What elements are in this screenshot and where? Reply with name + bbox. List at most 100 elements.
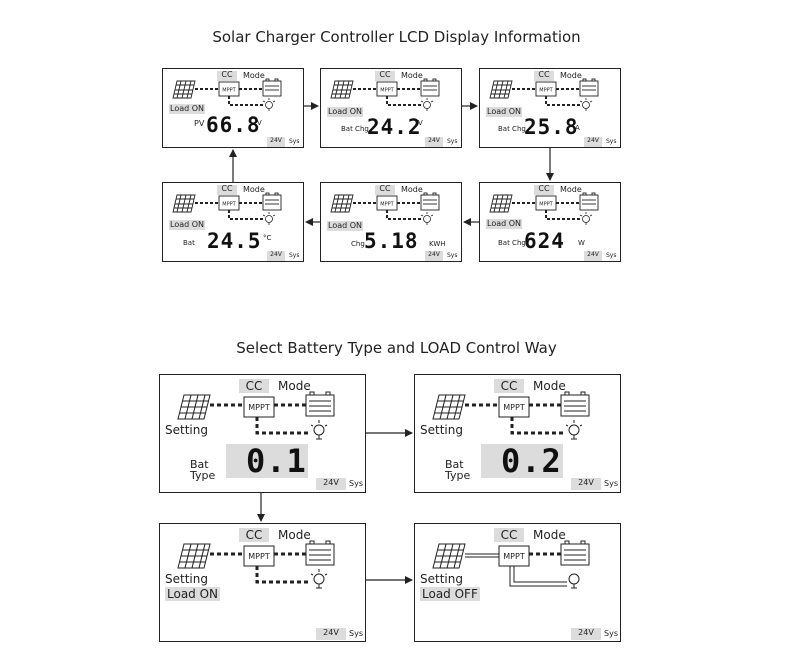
settings-panel-load-on: MPPT CC Mode Setting Load ON 24V Sys [159,523,366,642]
lightbulb-icon [565,420,583,440]
solar-system-diagram: MPPT [330,192,440,225]
reading-label: PV [194,119,205,128]
battery-icon [560,391,590,417]
cc-label: CC [534,185,554,195]
load-status: Load ON [169,220,206,230]
cc-label: CC [239,379,269,393]
reading-value: 624 [524,229,565,253]
solar-panel-icon [489,80,513,99]
solar-panel-icon [489,194,513,213]
solar-panel-icon [330,80,354,99]
voltage-indicator: 24V [571,628,601,640]
solar-system-diagram: MPPT [177,391,335,440]
bat-label: Bat [445,458,464,471]
load-status: Load ON [165,587,221,601]
solar-panel-icon [177,394,211,420]
reading-unit: V [257,119,262,127]
sys-label: Sys [447,252,458,259]
svg-text:MPPT: MPPT [503,552,525,561]
mode-label: Mode [533,528,566,542]
load-status: Load ON [327,221,364,231]
lightbulb-off-icon [568,573,580,589]
reading-unit: °C [263,234,272,242]
cc-label: CC [534,71,554,81]
battery-icon [262,192,282,211]
voltage-indicator: 24V [425,251,443,261]
battery-type-value: 0.1 [246,442,307,480]
type-label: Type [445,469,471,482]
value-display [481,444,563,478]
sys-label: Sys [606,138,617,145]
voltage-indicator: 24V [316,478,346,490]
reading-label: Bat Chg [341,125,369,133]
solar-system-diagram: MPPT [432,391,590,440]
display-panel-pv-voltage: MPPT CC Mode Load ON PV 66.8 V 24V Sys [162,68,304,148]
bat-label: Bat [190,458,209,471]
sys-label: Sys [604,479,618,488]
reading-value: 5.18 [364,229,419,253]
svg-text:MPPT: MPPT [539,202,553,208]
value-display [226,444,308,478]
solar-panel-icon [330,194,354,213]
setting-label: Setting [420,572,463,586]
reading-value: 66.8 [206,113,261,137]
battery-icon [579,78,599,97]
battery-icon [420,78,440,97]
svg-text:MPPT: MPPT [248,403,270,412]
lightbulb-icon [310,569,328,589]
mode-label: Mode [560,71,582,80]
battery-icon [560,540,590,566]
cc-label: CC [217,185,237,195]
reading-label: Chg [351,240,365,248]
setting-label: Setting [165,423,208,437]
mode-label: Mode [278,379,311,393]
mppt-box [243,396,275,418]
solar-panel-icon [177,543,211,569]
lightbulb-icon [579,98,593,111]
sys-label: Sys [349,479,363,488]
battery-icon [420,192,440,211]
sys-label: Sys [604,629,618,638]
cc-label: CC [494,379,524,393]
load-status: Load ON [486,107,523,117]
solar-panel-icon [432,394,466,420]
voltage-indicator: 24V [584,251,602,261]
reading-unit: V [418,119,423,127]
bottom-title: Select Battery Type and LOAD Control Way [236,339,557,357]
lightbulb-icon [262,98,276,111]
mode-label: Mode [243,185,265,194]
display-panel-charge-current: MPPT CC Mode Load ON Bat Chg 25.8 A 24V … [479,68,621,148]
solar-panel-icon [432,543,466,569]
top-title: Solar Charger Controller LCD Display Inf… [212,28,581,46]
type-label: Type [190,469,216,482]
solar-system-diagram: MPPT [489,78,599,111]
voltage-indicator: 24V [316,628,346,640]
lightbulb-icon [579,212,593,225]
setting-label: Setting [165,572,208,586]
sys-label: Sys [289,138,300,145]
cc-label: CC [239,528,269,542]
voltage-indicator: 24V [267,137,285,147]
reading-label: Bat Chg [498,125,526,133]
lightbulb-icon [420,212,434,225]
solar-panel-icon [172,194,196,213]
lightbulb-icon [420,98,434,111]
display-panel-battery-temperature: MPPT CC Mode Load ON Bat 24.5 °C 24V Sys [162,182,304,262]
sys-label: Sys [606,252,617,259]
svg-text:MPPT: MPPT [539,88,553,94]
svg-text:MPPT: MPPT [248,552,270,561]
mode-label: Mode [401,71,423,80]
voltage-indicator: 24V [267,251,285,261]
solar-system-diagram: MPPT [330,78,440,111]
reading-label: Bat Chg [498,239,526,247]
load-status: Load OFF [420,587,480,601]
lightbulb-icon [310,420,328,440]
settings-panel-battery-type-2: MPPT CC Mode Setting Bat Type 0.2 24V Sy… [414,374,621,493]
reading-unit: KWH [429,240,446,248]
settings-panel-battery-type-1: MPPT CC Mode Setting Bat Type 0.1 24V Sy… [159,374,366,493]
reading-unit: A [575,124,580,132]
cc-label: CC [375,71,395,81]
display-panel-charged-energy: MPPT CC Mode Load ON Chg 5.18 KWH 24V Sy… [320,182,462,262]
mode-label: Mode [243,71,265,80]
